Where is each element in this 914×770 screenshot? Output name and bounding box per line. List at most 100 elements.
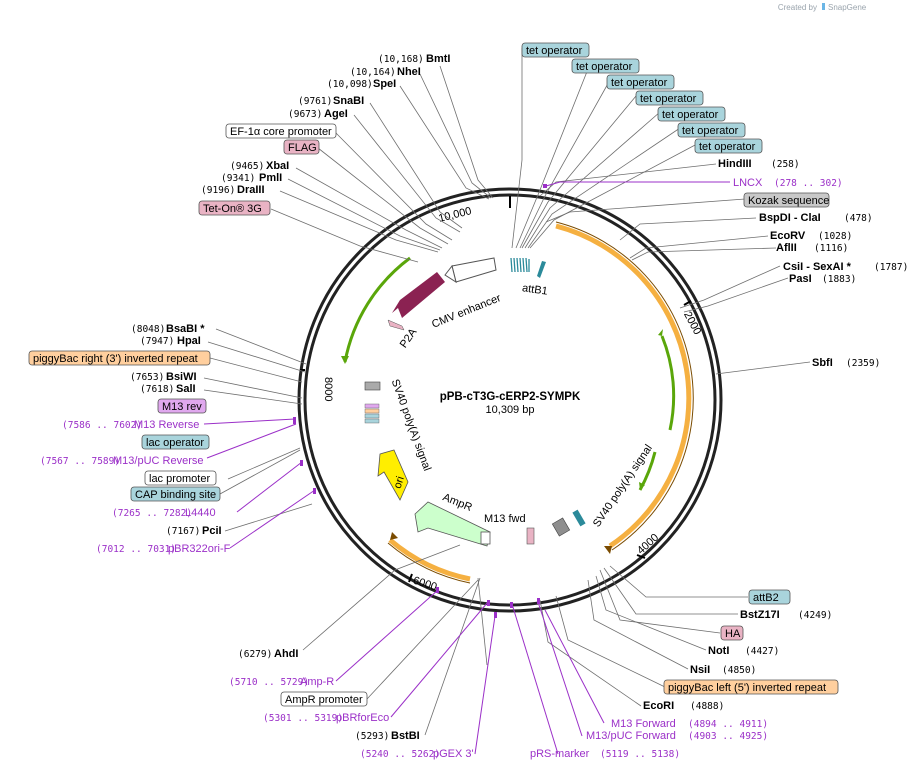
site-noti[interactable]: NotI (4427) bbox=[708, 645, 779, 657]
feature-tet-operator-1[interactable]: tet operator bbox=[521, 42, 590, 58]
site-pmli[interactable]: (9341) PmlI bbox=[221, 172, 282, 184]
site-xbai[interactable]: (9465) XbaI bbox=[230, 160, 289, 172]
svg-text:(5710 .. 5729): (5710 .. 5729) bbox=[229, 677, 309, 688]
feature-cap-binding-site[interactable]: CAP binding site bbox=[130, 486, 221, 502]
site-pasi[interactable]: PasI (1883) bbox=[789, 273, 856, 285]
site-ecorv[interactable]: EcoRV (1028) bbox=[770, 230, 852, 242]
site-snabi[interactable]: (9761) SnaBI bbox=[298, 95, 364, 107]
svg-text:tet operator: tet operator bbox=[699, 141, 756, 153]
primer-l4440[interactable]: (7265 .. 7282) L4440 bbox=[112, 507, 216, 519]
ori-arrow bbox=[377, 449, 409, 501]
primer-pgex-3[interactable]: (5240 .. 5262) pGEX 3' bbox=[360, 748, 474, 760]
svg-text:(10,164): (10,164) bbox=[350, 67, 396, 78]
svg-text:(4427): (4427) bbox=[745, 646, 779, 657]
sv40-left-box bbox=[364, 381, 381, 391]
feature-piggybac-left[interactable]: piggyBac left (5') inverted repeat bbox=[663, 679, 839, 695]
ampr-promoter-box bbox=[480, 531, 491, 545]
site-leader-lines bbox=[203, 48, 811, 736]
svg-text:piggyBac right (3') inverted r: piggyBac right (3') inverted repeat bbox=[33, 353, 198, 365]
site-bsiwi[interactable]: (7653) BsiWI bbox=[130, 371, 197, 383]
primer-m13-forward[interactable]: M13 Forward (4894 .. 4911) bbox=[611, 718, 768, 730]
site-sali[interactable]: (7618) SalI bbox=[140, 383, 196, 395]
primer-m13-puc-forward[interactable]: M13/pUC Forward (4903 .. 4925) bbox=[586, 730, 768, 742]
svg-text:(9761): (9761) bbox=[298, 96, 332, 107]
site-nsii[interactable]: NsiI (4850) bbox=[690, 664, 756, 676]
svg-text:(9196): (9196) bbox=[201, 185, 235, 196]
svg-text:(9341): (9341) bbox=[221, 173, 255, 184]
site-agei[interactable]: (9673) AgeI bbox=[288, 108, 348, 120]
site-bstbi[interactable]: (5293) BstBI bbox=[355, 730, 420, 742]
svg-text:(4894 .. 4911): (4894 .. 4911) bbox=[688, 719, 768, 730]
feature-lac-operator[interactable]: lac operator bbox=[141, 434, 210, 450]
site-sbfi[interactable]: SbfI (2359) bbox=[812, 357, 880, 369]
svg-text:AflII: AflII bbox=[776, 242, 797, 254]
site-hindiii[interactable]: HindIII (258) bbox=[718, 158, 800, 170]
tick-2000 bbox=[683, 300, 692, 306]
plasmid-length: 10,309 bp bbox=[486, 404, 535, 416]
svg-text:pRS-marker: pRS-marker bbox=[530, 748, 590, 760]
feature-m13-rev[interactable]: M13 rev bbox=[157, 398, 207, 414]
primer-amp-r[interactable]: (5710 .. 5729) Amp-R bbox=[229, 676, 334, 688]
site-aflii[interactable]: AflII (1116) bbox=[776, 242, 848, 254]
site-bstz17i[interactable]: BstZ17I (4249) bbox=[740, 609, 832, 621]
svg-text:PciI: PciI bbox=[202, 525, 222, 537]
feature-tet-operator-3[interactable]: tet operator bbox=[606, 74, 675, 90]
site-bsabi[interactable]: (8048) BsaBI * bbox=[131, 323, 205, 335]
svg-text:DraIII: DraIII bbox=[237, 184, 265, 196]
credit-brand: SnapGene bbox=[828, 3, 867, 12]
feature-lac-promoter[interactable]: lac promoter bbox=[144, 470, 217, 486]
svg-text:(5293): (5293) bbox=[355, 731, 389, 742]
site-ahdi[interactable]: (6279) AhdI bbox=[238, 648, 298, 660]
svg-text:(9673): (9673) bbox=[288, 109, 322, 120]
site-draiii[interactable]: (9196) DraIII bbox=[201, 184, 265, 196]
site-nhei[interactable]: (10,164) NheI bbox=[350, 66, 421, 78]
feature-attb2[interactable]: attB2 bbox=[748, 589, 791, 605]
feature-ha[interactable]: HA bbox=[720, 625, 744, 641]
site-csii-sexai[interactable]: CsiI - SexAI * (1787) bbox=[783, 261, 908, 273]
svg-text:(4850): (4850) bbox=[722, 665, 756, 676]
p2a-small-box bbox=[387, 319, 405, 331]
svg-text:BstZ17I: BstZ17I bbox=[740, 609, 780, 621]
cmv-enhancer-arrow bbox=[451, 257, 497, 283]
svg-text:XbaI: XbaI bbox=[266, 160, 289, 172]
feature-flag[interactable]: FLAG bbox=[283, 139, 320, 155]
svg-text:(5301 .. 5319): (5301 .. 5319) bbox=[263, 713, 343, 724]
svg-text:SbfI: SbfI bbox=[812, 357, 833, 369]
feature-tet-operator-2[interactable]: tet operator bbox=[571, 58, 640, 74]
site-bmti[interactable]: (10,168) BmtI bbox=[378, 53, 450, 65]
ori-label: ori bbox=[392, 475, 407, 490]
attb1-label: attB1 bbox=[521, 282, 548, 297]
sv40-right-box bbox=[551, 517, 571, 537]
primer-lncx[interactable]: LNCX (278 .. 302) bbox=[733, 177, 843, 189]
site-bspdi-clai[interactable]: BspDI - ClaI (478) bbox=[759, 212, 873, 224]
primer-m13-reverse[interactable]: (7586 .. 7602) M13 Reverse bbox=[62, 419, 199, 431]
svg-text:SalI: SalI bbox=[176, 383, 196, 395]
feature-ef1a-core-promoter[interactable]: EF-1α core promoter bbox=[225, 123, 337, 139]
svg-text:EF-1α core promoter: EF-1α core promoter bbox=[230, 126, 332, 138]
primer-pbr322ori-f[interactable]: (7012 .. 7031) pBR322ori-F bbox=[96, 543, 231, 555]
primer-pbrforeco[interactable]: (5301 .. 5319) pBRforEco bbox=[263, 712, 389, 724]
svg-text:(1883): (1883) bbox=[822, 274, 856, 285]
primer-prs-marker[interactable]: pRS-marker (5119 .. 5138) bbox=[530, 748, 680, 760]
feature-piggybac-right[interactable]: piggyBac right (3') inverted repeat bbox=[28, 350, 211, 366]
svg-text:(1787): (1787) bbox=[874, 262, 908, 273]
svg-text:CAP binding site: CAP binding site bbox=[135, 489, 216, 501]
svg-text:(278 .. 302): (278 .. 302) bbox=[774, 178, 843, 189]
site-ecori[interactable]: EcoRI (4888) bbox=[643, 700, 724, 712]
ampr-arrow bbox=[414, 501, 491, 547]
site-hpai[interactable]: (7947) HpaI bbox=[140, 335, 201, 347]
feature-tet-operator-7[interactable]: tet operator bbox=[694, 138, 763, 154]
m13-fwd-label: M13 fwd bbox=[484, 513, 526, 525]
feature-tet-on-3g[interactable]: Tet-On® 3G bbox=[198, 200, 271, 216]
svg-text:BspDI - ClaI: BspDI - ClaI bbox=[759, 212, 821, 224]
site-spei[interactable]: (10,098) SpeI bbox=[327, 78, 396, 90]
feature-tet-operator-5[interactable]: tet operator bbox=[657, 106, 726, 122]
feature-ampr-promoter[interactable]: AmpR promoter bbox=[280, 691, 368, 707]
svg-text:(7012 .. 7031): (7012 .. 7031) bbox=[96, 544, 176, 555]
site-pcii[interactable]: (7167) PciI bbox=[166, 525, 222, 537]
feature-tet-operator-4[interactable]: tet operator bbox=[635, 90, 704, 106]
feature-kozak[interactable]: Kozak sequence bbox=[743, 192, 830, 208]
primer-m13-puc-reverse[interactable]: (7567 .. 7589) M13/pUC Reverse bbox=[40, 455, 203, 467]
feature-tet-operator-6[interactable]: tet operator bbox=[677, 122, 746, 138]
green-arc-right-1 bbox=[660, 335, 676, 431]
